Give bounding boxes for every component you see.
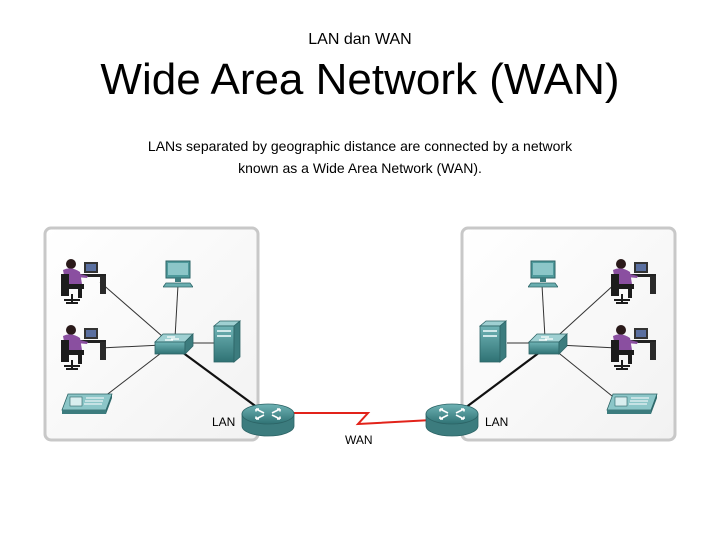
diagram-caption: LANs separated by geographic distance ar… (80, 135, 640, 179)
caption-line-2: known as a Wide Area Network (WAN). (238, 160, 482, 176)
right-ip-phone-icon (606, 393, 658, 415)
left-router-icon (241, 403, 295, 437)
slide-subtitle: LAN dan WAN (308, 31, 412, 48)
right-switch-router-link (464, 351, 541, 409)
caption-line-1: LANs separated by geographic distance ar… (147, 138, 573, 154)
left-pc-icon (163, 260, 193, 288)
slide-title: Wide Area Network (WAN) (100, 55, 620, 104)
right-switch-icon (528, 333, 568, 355)
left-lan-label: LAN (212, 415, 235, 429)
wan-link (290, 412, 433, 426)
right-router-icon (425, 403, 479, 437)
left-switch-icon (154, 333, 194, 355)
wan-label: WAN (345, 433, 373, 447)
left-ip-phone-icon (61, 393, 113, 415)
left-switch-router-link (181, 351, 259, 409)
right-pc-icon (528, 260, 558, 288)
left-server-icon (213, 320, 241, 363)
right-server-icon (479, 320, 507, 363)
right-lan-links (507, 281, 618, 401)
left-lan-panel (43, 226, 260, 442)
right-lan-label: LAN (485, 415, 508, 429)
left-lan-links (99, 281, 215, 401)
